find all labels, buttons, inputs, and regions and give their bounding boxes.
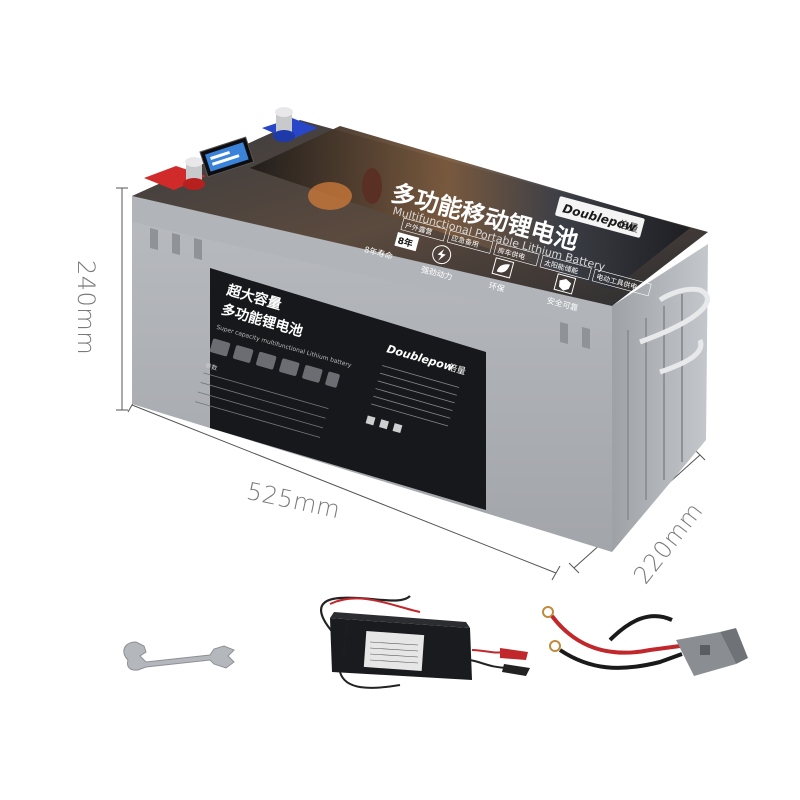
- svg-text:8年: 8年: [396, 234, 414, 250]
- case-ribs: [150, 228, 590, 349]
- lcd-display: [199, 136, 255, 178]
- anderson-cable-accessory: [542, 606, 748, 676]
- panel-brand-text-lines: [371, 365, 460, 427]
- leaf-icon: [496, 264, 510, 273]
- svg-text:环保: 环保: [488, 280, 506, 294]
- charger-label-lines: [369, 641, 419, 664]
- charger-accessory: Lithium Charger: [319, 595, 530, 689]
- certification-marks: [365, 415, 403, 434]
- panel-spec-lines: [195, 372, 329, 438]
- positive-terminal: [144, 157, 206, 190]
- lid-feature-leaf: 环保: [488, 257, 515, 294]
- panel-spec-label: 参数: [205, 361, 219, 372]
- lid-photo-graphic: [250, 126, 690, 290]
- charger-label: Lithium Charger: [341, 618, 351, 660]
- front-label-panel: [210, 268, 486, 510]
- negative-terminal: [262, 107, 318, 142]
- lightning-icon: [437, 249, 446, 261]
- carry-handle: [639, 286, 710, 345]
- shield-icon: [559, 279, 572, 291]
- battery-lid-rim: [132, 196, 612, 332]
- wrench-accessory: [123, 641, 235, 671]
- panel-scene-icons: [209, 338, 340, 388]
